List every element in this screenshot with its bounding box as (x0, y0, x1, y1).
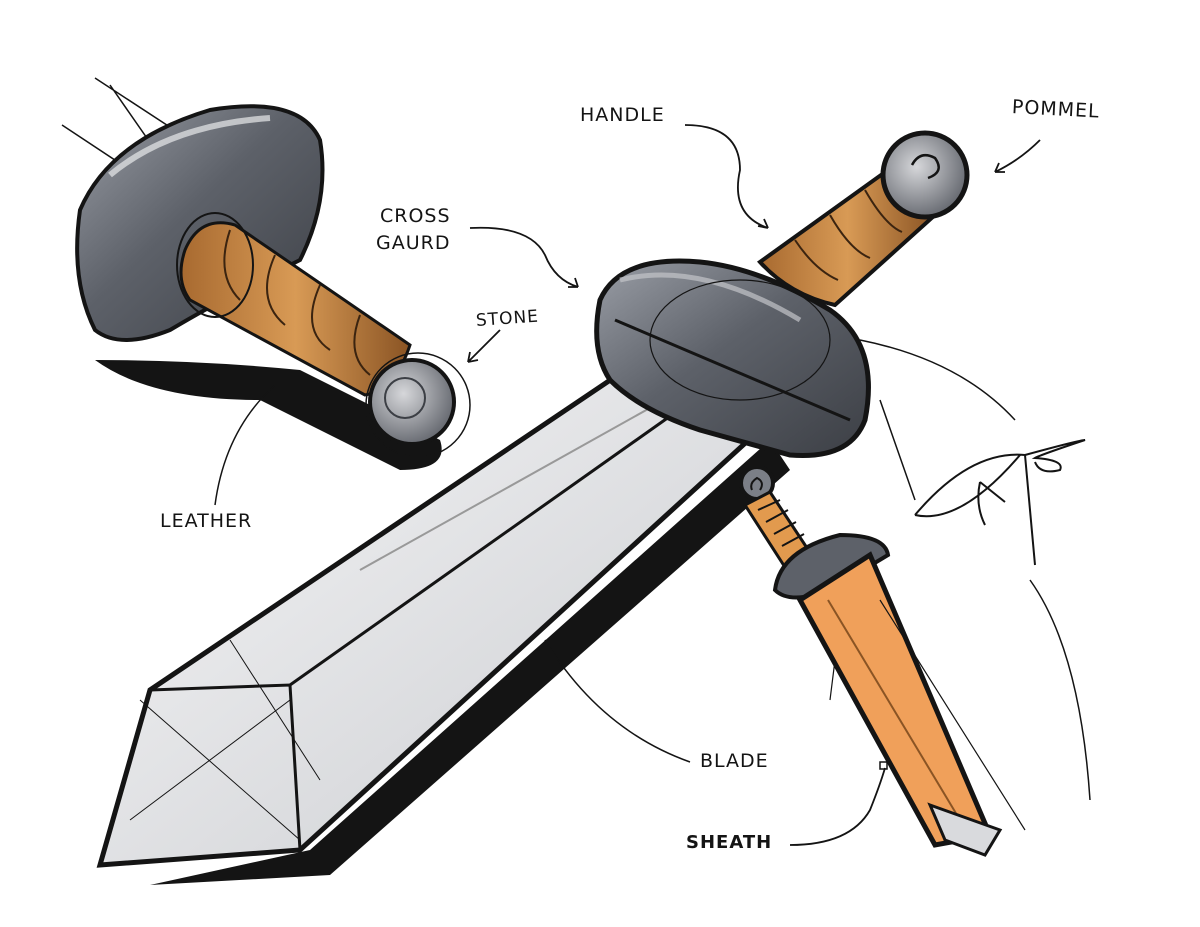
label-handle: HANDLE (580, 104, 665, 126)
label-pommel: POMMEL (1011, 96, 1101, 123)
sheath-callout-line (789, 767, 886, 846)
label-cross-guard-line2: GAURD (376, 232, 451, 254)
hilt-detail (61, 77, 501, 506)
handle-callout-arrow (684, 124, 769, 229)
stone-callout-arrow (467, 329, 501, 363)
label-leather: LEATHER (160, 510, 253, 532)
leather-callout-line (214, 384, 276, 506)
label-stone: STONE (475, 306, 540, 331)
artist-signature (859, 339, 1091, 801)
cross-guard-callout-arrow (469, 226, 579, 288)
pommel-callout-arrow (994, 139, 1041, 173)
main-sword (96, 124, 1041, 885)
label-cross-guard-line1: CROSS (380, 205, 451, 227)
sheathed-sword (739, 465, 1026, 857)
label-blade: BLADE (700, 750, 769, 772)
label-sheath: SHEATH (686, 832, 773, 853)
blade-callout-line (544, 639, 691, 763)
